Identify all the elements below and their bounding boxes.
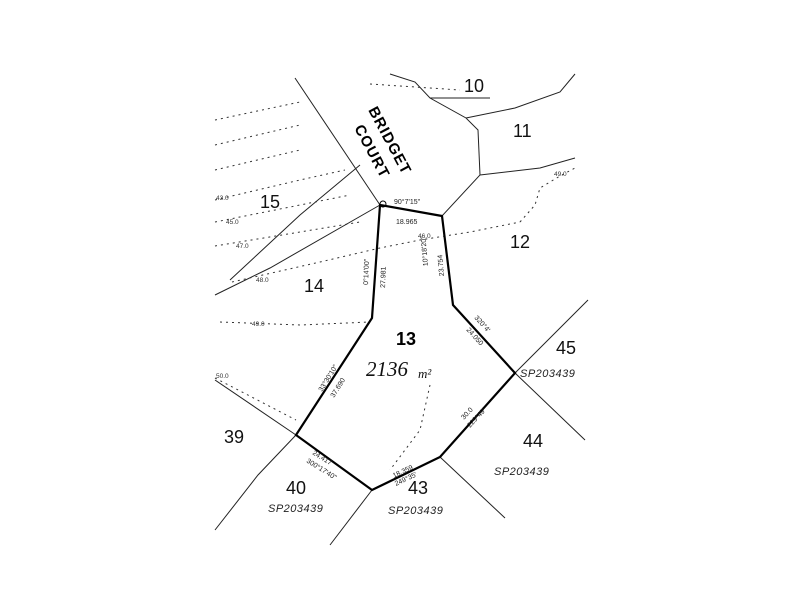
lot-14-number: 14 <box>304 276 324 296</box>
east-boundary-length: 23.754 <box>437 254 446 276</box>
contour-label: 50.0 <box>216 373 229 380</box>
lot-15-number: 15 <box>260 192 280 212</box>
lot-12-number: 12 <box>510 232 530 252</box>
contour-label: 47.0 <box>236 243 249 250</box>
contour-label: 46.0 <box>418 233 431 240</box>
west-boundary-bearing: 0°14'00" <box>362 258 371 285</box>
plan-ref-lot-40: SP203439 <box>268 503 323 515</box>
frontage-bearing: 90°7'15" <box>394 198 421 206</box>
lot-boundaries <box>214 73 589 546</box>
lot-45-number: 45 <box>556 338 576 358</box>
lot-11-number: 11 <box>513 121 532 141</box>
plan-ref-lot-43: SP203439 <box>388 505 443 517</box>
contour-label: 45.0 <box>226 219 239 226</box>
plan-ref-lot-45: SP203439 <box>520 368 575 380</box>
west-boundary-length: 27.981 <box>380 266 388 288</box>
frontage-length: 18.965 <box>396 219 418 226</box>
contour-label: 49.0 <box>252 321 265 328</box>
lot-13-area: 2136 <box>366 357 409 381</box>
road-boundary <box>294 73 481 217</box>
plan-ref-lot-44: SP203439 <box>494 466 549 478</box>
contour-label: 49.0 <box>554 171 567 178</box>
contour-label: 43.0 <box>216 195 229 202</box>
lot-10-number: 10 <box>464 76 484 96</box>
lot-43-number: 43 <box>408 478 428 498</box>
lot-13-boundary <box>294 203 517 492</box>
contour-label: 48.0 <box>256 277 269 284</box>
lot-13-number: 13 <box>396 329 416 349</box>
lot-40-number: 40 <box>286 478 306 498</box>
contour-lines <box>214 83 576 471</box>
lot-13-area-unit: m² <box>418 366 432 381</box>
east-boundary-bearing: 10°18'20" <box>419 235 430 266</box>
lot-39-number: 39 <box>224 427 244 447</box>
lot-44-number: 44 <box>523 431 543 451</box>
survey-mark-icon <box>379 200 387 208</box>
